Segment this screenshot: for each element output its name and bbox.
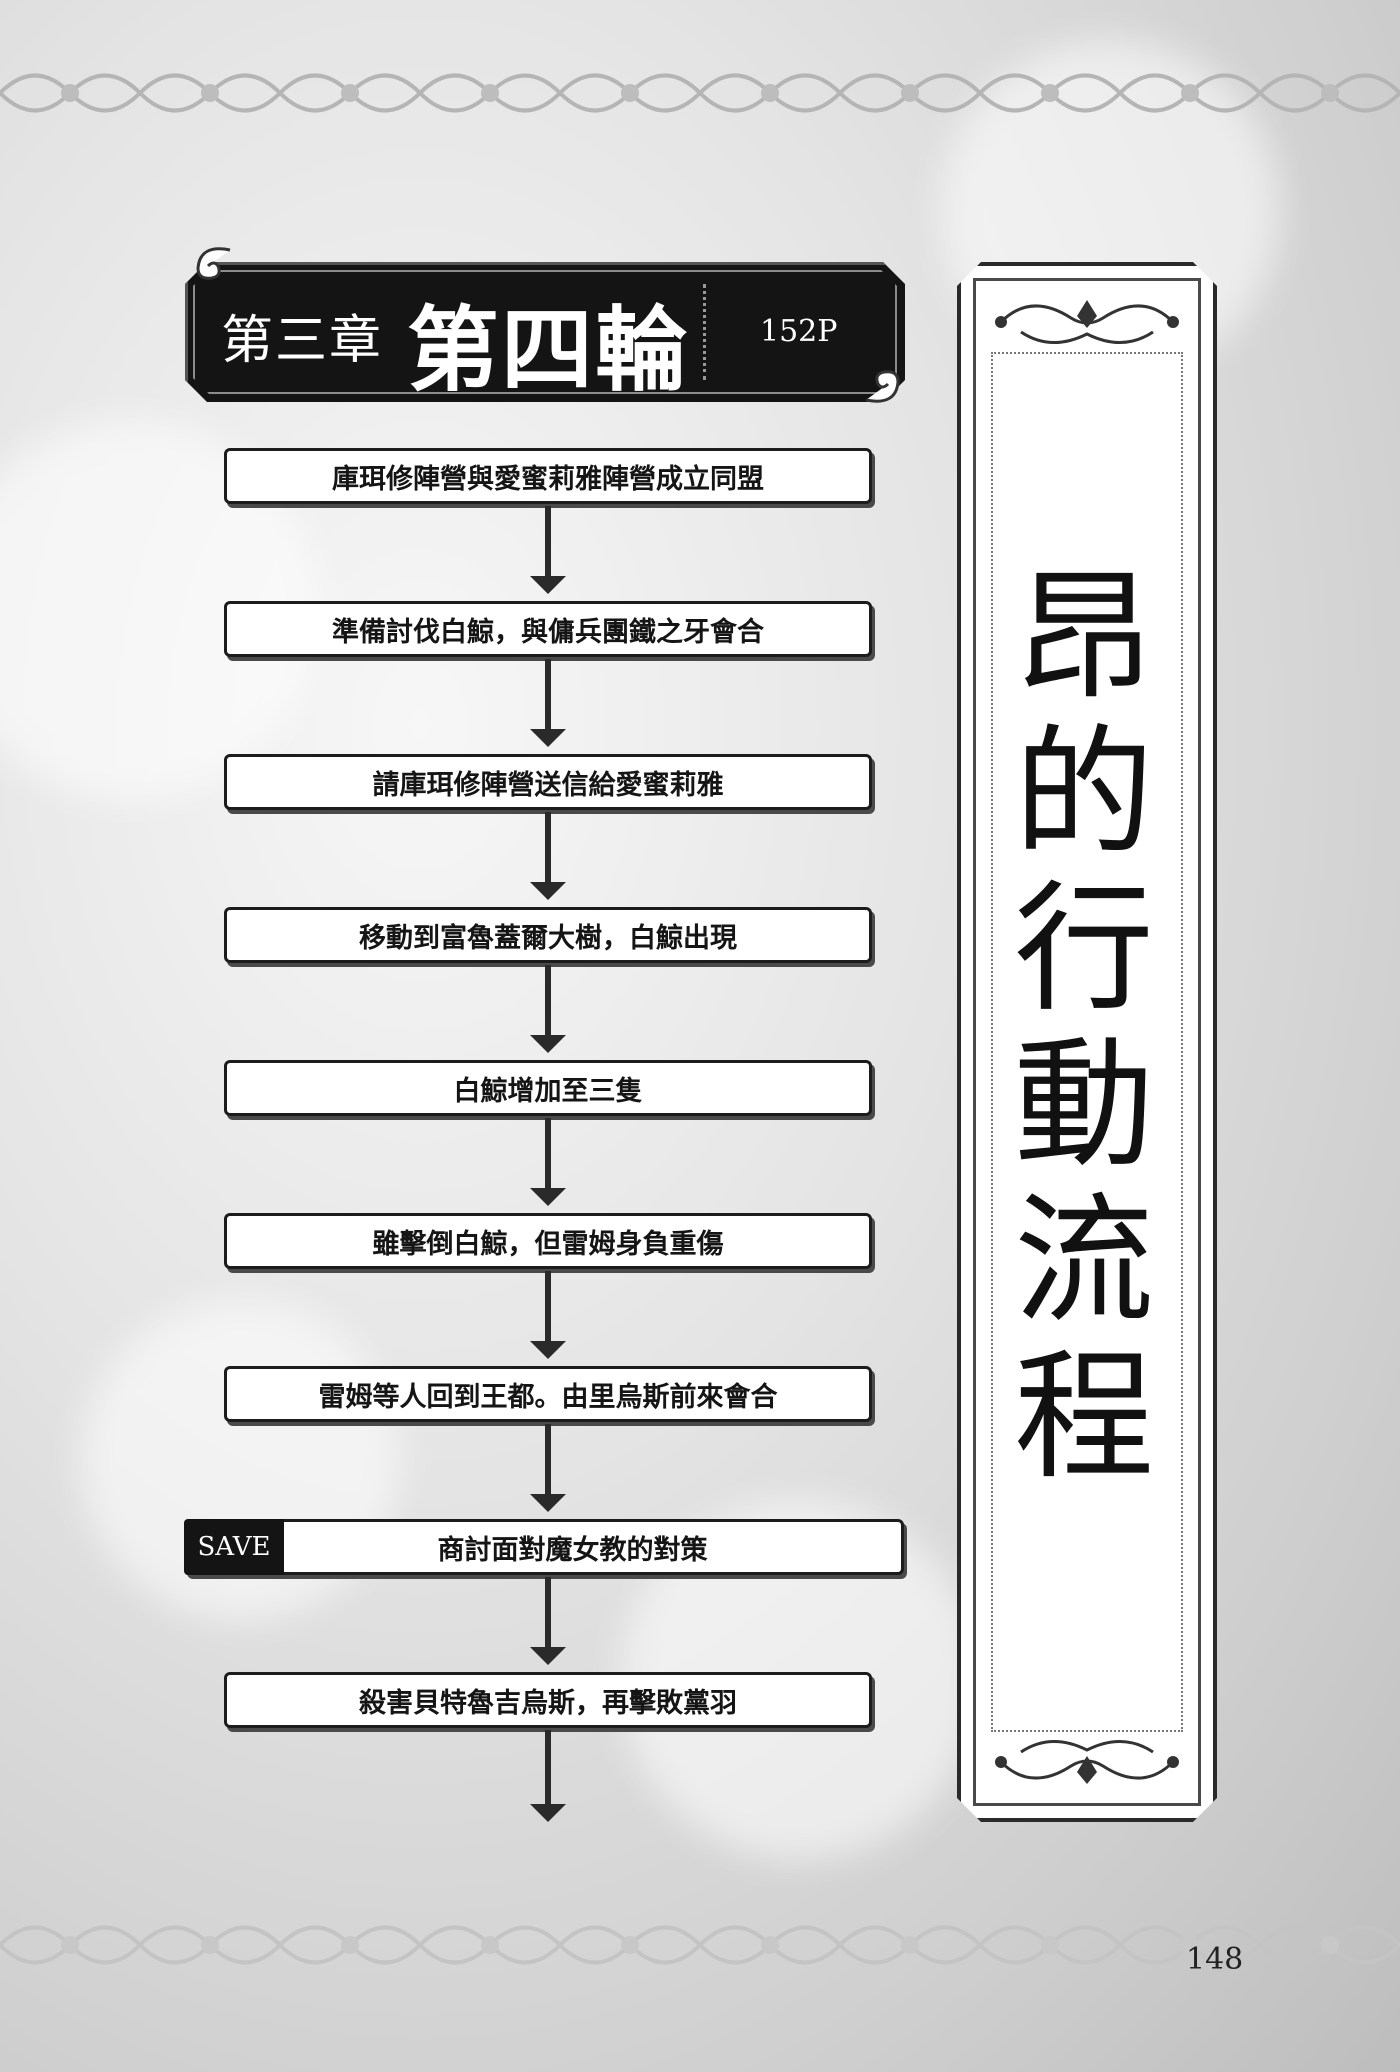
flow-step-2: 準備討伐白鯨，與傭兵團鐵之牙會合 bbox=[224, 601, 872, 657]
flow-step-1: 庫珥修陣營與愛蜜莉雅陣營成立同盟 bbox=[224, 448, 872, 504]
flow-arrow bbox=[530, 812, 566, 900]
save-badge: SAVE bbox=[184, 1519, 284, 1575]
title-panel-frame bbox=[957, 262, 1217, 1822]
page-number: 148 bbox=[1186, 1942, 1244, 1977]
curl-ornament-icon bbox=[865, 370, 900, 403]
top-flourish-icon bbox=[995, 300, 1179, 344]
flow-step-5: 白鯨增加至三隻 bbox=[224, 1060, 872, 1116]
flow-step-8-save: SAVE 商討面對魔女教的對策 bbox=[184, 1519, 904, 1575]
flow-arrow bbox=[530, 965, 566, 1053]
flow-arrow bbox=[530, 1424, 566, 1512]
flow-arrow bbox=[530, 1577, 566, 1665]
flow-arrow bbox=[530, 1271, 566, 1359]
curl-ornament-icon bbox=[196, 247, 231, 280]
flow-arrow bbox=[530, 1730, 566, 1822]
bottom-ornament-band bbox=[0, 1900, 1400, 1990]
chapter-plate-border bbox=[193, 270, 897, 394]
title-panel-inner-frame bbox=[973, 278, 1201, 1806]
chapter-label: 第三章 bbox=[221, 311, 384, 371]
flow-step-7: 雷姆等人回到王都。由里烏斯前來會合 bbox=[224, 1366, 872, 1422]
flow-step-4: 移動到富魯蓋爾大樹，白鯨出現 bbox=[224, 907, 872, 963]
chapter-page-ref: 152P bbox=[760, 314, 838, 349]
flow-arrow bbox=[530, 659, 566, 747]
flow-arrow bbox=[530, 1118, 566, 1206]
flow-step-8-label: 商討面對魔女教的對策 bbox=[437, 1534, 708, 1566]
chapter-plate bbox=[185, 262, 905, 402]
panel-title: 昂的行動流程 bbox=[990, 562, 1153, 1498]
flow-step-3: 請庫珥修陣營送信給愛蜜莉雅 bbox=[224, 754, 872, 810]
title-panel: 昂的行動流程 bbox=[957, 262, 1217, 1822]
flow-arrow bbox=[530, 506, 566, 594]
title-panel-dotted-frame bbox=[991, 352, 1183, 1732]
flow-step-9: 殺害貝特魯吉烏斯，再擊敗黨羽 bbox=[224, 1672, 872, 1728]
chapter-divider bbox=[703, 284, 706, 380]
bottom-flourish-icon bbox=[995, 1740, 1179, 1784]
flow-step-6: 雖擊倒白鯨，但雷姆身負重傷 bbox=[224, 1213, 872, 1269]
chapter-header: 第三章 第四輪 152P bbox=[185, 262, 905, 404]
chapter-title: 第四輪 bbox=[407, 296, 690, 404]
top-ornament-band bbox=[0, 48, 1400, 138]
